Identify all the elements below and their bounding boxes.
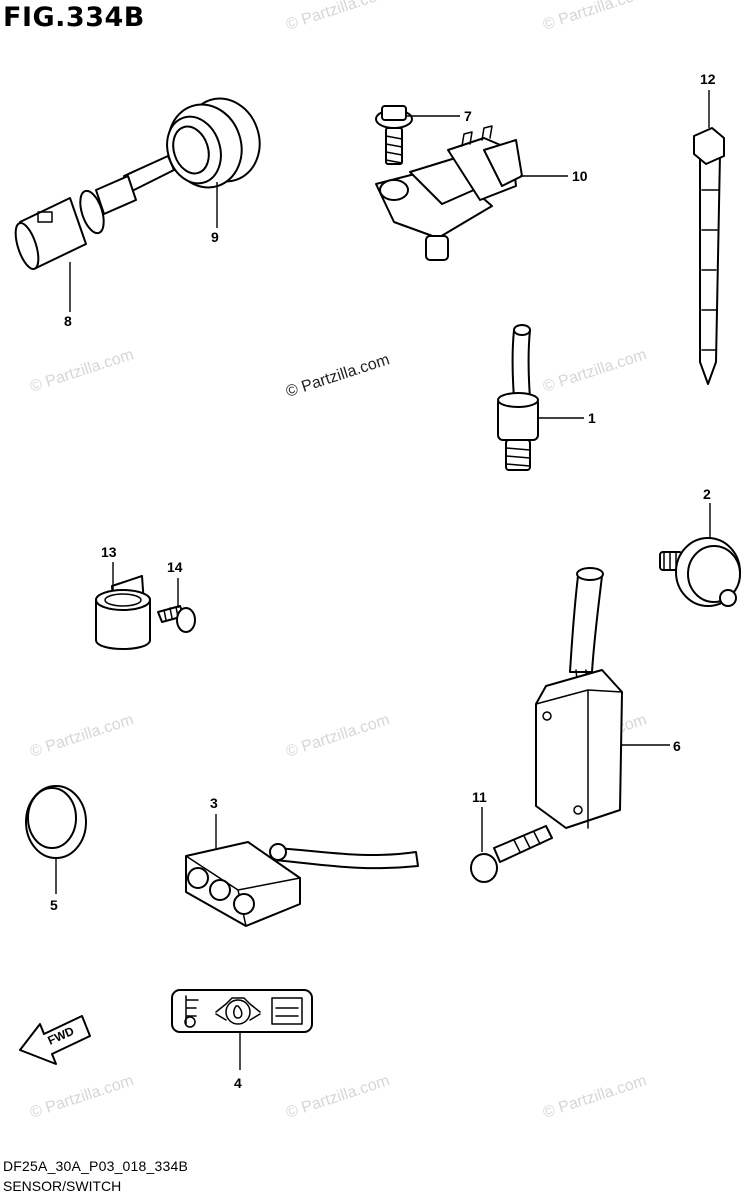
watermark-text: © Partzilla.com — [28, 1072, 136, 1121]
watermark-text: © Partzilla.com — [28, 711, 136, 760]
part-11-bolt[interactable] — [470, 807, 553, 883]
part-9-grommet[interactable] — [158, 89, 270, 228]
watermark-text: © Partzilla.com — [284, 351, 392, 400]
watermark-text: © Partzilla.com — [284, 1072, 392, 1121]
callout-12: 12 — [700, 71, 716, 87]
callout-2: 2 — [703, 486, 711, 502]
callout-8: 8 — [64, 313, 72, 329]
section-title: SENSOR/SWITCH — [3, 1178, 122, 1194]
callout-4: 4 — [234, 1075, 242, 1091]
part-10-pressure-sensor[interactable] — [375, 125, 568, 261]
part-3-lamp-housing[interactable] — [185, 814, 419, 927]
callout-11: 11 — [472, 789, 487, 805]
callout-1: 1 — [588, 410, 596, 426]
callout-3: 3 — [210, 795, 218, 811]
part-13-clamp[interactable] — [95, 562, 151, 650]
callout-7: 7 — [464, 108, 472, 124]
watermark-text: © Partzilla.com — [541, 1072, 649, 1121]
part-2-knock-sensor[interactable] — [659, 503, 741, 607]
callout-9: 9 — [211, 229, 219, 245]
watermark-text: © Partzilla.com — [541, 0, 649, 34]
figure-title: FIG.334B — [3, 2, 145, 33]
part-6-switch[interactable] — [535, 567, 670, 829]
part-14-small-bolt[interactable] — [157, 578, 196, 633]
callout-13: 13 — [101, 544, 117, 560]
part-1-sensor[interactable] — [497, 324, 584, 471]
watermark-text: © Partzilla.com — [541, 346, 649, 395]
part-4-warning-label[interactable] — [171, 989, 313, 1070]
watermark-text: © Partzilla.com — [284, 711, 392, 760]
callout-6: 6 — [673, 738, 681, 754]
part-12-cable-tie[interactable] — [693, 90, 725, 385]
callout-5: 5 — [50, 897, 58, 913]
fwd-arrow-icon: FWD — [19, 1015, 91, 1065]
watermarks: © Partzilla.com © Partzilla.com © Partzi… — [28, 0, 649, 1122]
figure-code: DF25A_30A_P03_018_334B — [3, 1158, 188, 1174]
callout-10: 10 — [572, 168, 588, 184]
part-7-bolt[interactable] — [375, 105, 460, 165]
watermark-text: © Partzilla.com — [28, 346, 136, 395]
part-8-temperature-sensor[interactable] — [11, 155, 175, 312]
callout-14: 14 — [167, 559, 183, 575]
watermark-text: © Partzilla.com — [284, 0, 392, 34]
part-5-cap[interactable] — [25, 785, 87, 894]
